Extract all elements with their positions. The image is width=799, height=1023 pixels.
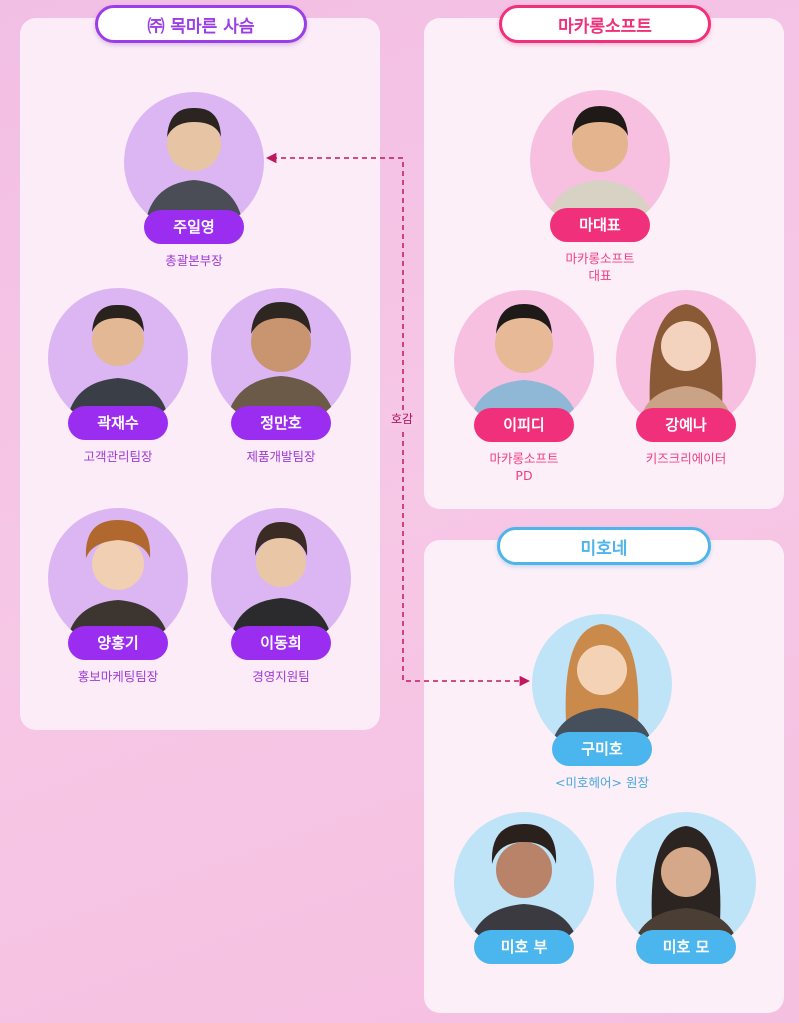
avatar-photo xyxy=(454,812,594,952)
person-card-leepd[interactable]: 이피디 마카롱소프트 PD xyxy=(439,290,609,483)
person-name: 미호 부 xyxy=(474,930,574,964)
person-name: 마대표 xyxy=(550,208,650,242)
person-card-mihomother[interactable]: 미호 모 xyxy=(601,812,771,1002)
person-name: 이피디 xyxy=(474,408,574,442)
person-name: 구미호 xyxy=(552,732,652,766)
person-role: 홍보마케팅팀장 xyxy=(77,669,159,684)
person-role: <미호헤어> 원장 xyxy=(555,775,649,790)
person-card-juilyoung[interactable]: 주일영 총괄본부장 xyxy=(109,92,279,282)
avatar-photo xyxy=(532,614,672,754)
relation-label: 호감 xyxy=(386,410,418,427)
person-card-yanghonggi[interactable]: 양홍기 홍보마케팅팀장 xyxy=(33,508,203,698)
person-name: 이동희 xyxy=(231,626,331,660)
avatar-photo xyxy=(616,290,756,430)
person-card-mihofather[interactable]: 미호 부 xyxy=(439,812,609,1002)
person-card-madaepyo[interactable]: 마대표 마카롱소프트 대표 xyxy=(515,90,685,283)
avatar-photo xyxy=(48,288,188,428)
person-role: 총괄본부장 xyxy=(165,253,223,268)
person-card-leedonghee[interactable]: 이동희 경영지원팀 xyxy=(196,508,366,698)
person-role: 고객관리팀장 xyxy=(83,449,153,464)
person-card-jeongmanho[interactable]: 정만호 제품개발팀장 xyxy=(196,288,366,478)
person-role: 키즈크리에이터 xyxy=(645,451,727,466)
person-role: 경영지원팀 xyxy=(252,669,310,684)
person-name: 정만호 xyxy=(231,406,331,440)
person-card-gumiho[interactable]: 구미호 <미호헤어> 원장 xyxy=(517,614,687,804)
person-name: 양홍기 xyxy=(68,626,168,660)
person-name: 곽재수 xyxy=(68,406,168,440)
group-tag-miho: 미호네 xyxy=(497,527,711,565)
person-card-kangyena[interactable]: 강예나 키즈크리에이터 xyxy=(601,290,771,480)
person-role: 제품개발팀장 xyxy=(246,449,316,464)
person-card-kwakjaesu[interactable]: 곽재수 고객관리팀장 xyxy=(33,288,203,478)
person-role: 마카롱소프트 PD xyxy=(489,451,559,483)
person-name: 강예나 xyxy=(636,408,736,442)
person-name: 미호 모 xyxy=(636,930,736,964)
person-name: 주일영 xyxy=(144,210,244,244)
person-role: 마카롱소프트 대표 xyxy=(565,251,635,283)
group-tag-mokmaron: ㈜ 목마른 사슴 xyxy=(95,5,307,43)
group-tag-macaron: 마카롱소프트 xyxy=(499,5,711,43)
avatar-photo xyxy=(211,508,351,648)
